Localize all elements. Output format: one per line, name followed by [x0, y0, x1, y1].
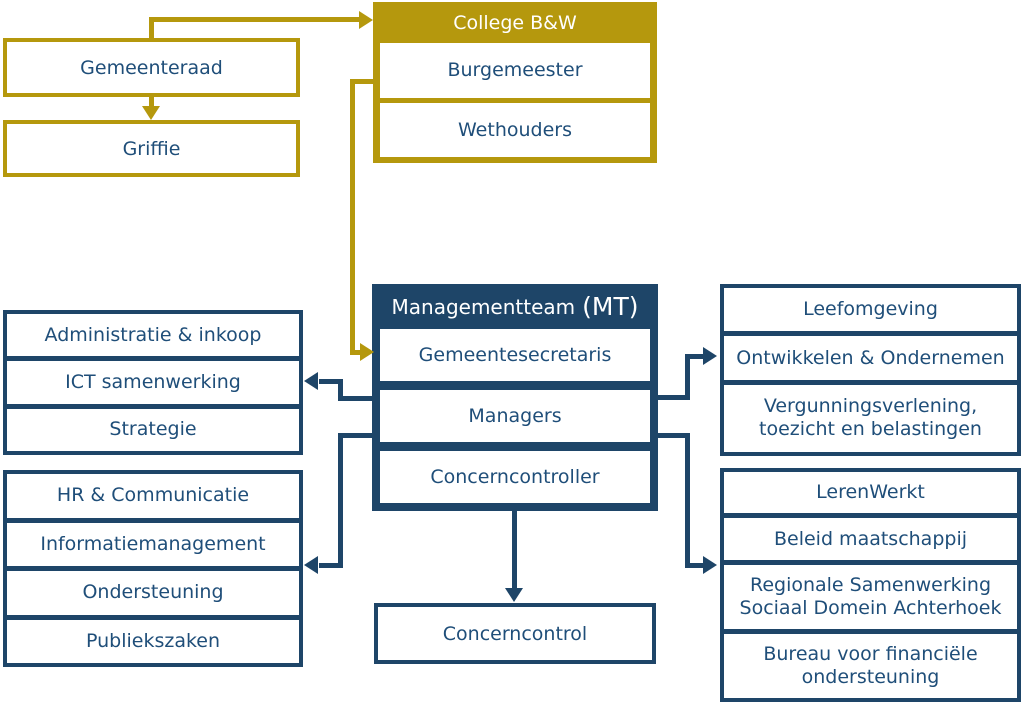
box-administratie-inkoop: Administratie & inkoop	[7, 314, 299, 357]
arrow-mt-right1-v	[685, 354, 690, 400]
box-ontwikkelen-ondernemen: Ontwikkelen & Ondernemen	[724, 336, 1017, 380]
arrow-mt-right1-h2	[690, 354, 704, 359]
college-bw-members: Burgemeester Wethouders	[380, 43, 650, 157]
box-regionale-samenwerking: Regionale Samenwerking Sociaal Domein Ac…	[724, 564, 1017, 629]
arrow-mt-left2-v	[338, 433, 343, 568]
arrow-gemeenteraad-college-h	[149, 17, 359, 22]
box-leefomgeving: Leefomgeving	[724, 288, 1017, 332]
gemeenteraad-label: Gemeenteraad	[80, 56, 223, 79]
box-gemeentesecretaris: Gemeentesecretaris	[380, 329, 650, 381]
group-fysiek-domein: Leefomgeving Ontwikkelen & Ondernemen Ve…	[720, 284, 1021, 456]
arrow-college-mt-h1	[350, 79, 373, 84]
arrow-mt-right2-h1	[656, 433, 690, 438]
box-hr-communicatie: HR & Communicatie	[7, 474, 299, 518]
group-sociaal-domein: LerenWerkt Beleid maatschappij Regionale…	[720, 468, 1021, 702]
box-gemeenteraad: Gemeenteraad	[3, 38, 300, 97]
arrow-mt-left1-h2	[319, 379, 340, 384]
managementteam-title-suffix: (MT)	[582, 292, 639, 321]
arrow-mt-left2-h1	[340, 433, 373, 438]
box-lerenwerkt: LerenWerkt	[724, 472, 1017, 514]
arrow-gemeenteraad-college-v	[149, 17, 154, 38]
box-managementteam: Managementteam (MT) Gemeentesecretaris M…	[372, 284, 658, 511]
box-griffie: Griffie	[3, 120, 300, 177]
arrowhead-to-griffie	[142, 106, 160, 120]
griffie-label: Griffie	[122, 137, 181, 160]
box-publiekszaken: Publiekszaken	[7, 619, 299, 663]
arrowhead-to-college	[359, 11, 373, 29]
concerncontrol-label: Concerncontrol	[442, 622, 588, 645]
box-burgemeester: Burgemeester	[380, 43, 650, 98]
box-beleid-maatschappij: Beleid maatschappij	[724, 518, 1017, 560]
box-informatiemanagement: Informatiemanagement	[7, 522, 299, 566]
college-bw-title: College B&W	[453, 11, 577, 34]
box-vergunningsverlening: Vergunningsverlening, toezicht en belast…	[724, 384, 1017, 452]
box-strategie: Strategie	[7, 408, 299, 451]
arrowhead-to-concerncontrol	[505, 588, 523, 602]
box-managers: Managers	[380, 390, 650, 442]
box-college-bw: College B&W Burgemeester Wethouders	[373, 2, 657, 163]
arrow-college-mt-h2	[350, 350, 362, 355]
arrowhead-to-right-group-1	[703, 347, 717, 365]
arrow-mt-left2-h2	[319, 563, 340, 568]
box-concerncontrol: Concerncontrol	[374, 603, 656, 664]
arrowhead-to-managementteam	[360, 343, 374, 361]
arrow-gemeenteraad-griffie-v	[149, 97, 154, 107]
box-concerncontroller: Concerncontroller	[380, 451, 650, 503]
group-bedrijfsvoering-2: HR & Communicatie Informatiemanagement O…	[3, 470, 303, 667]
arrow-mt-right1-h1	[656, 395, 690, 400]
arrow-mt-concerncontrol-v	[512, 511, 517, 588]
arrow-mt-left1-v	[338, 379, 343, 401]
arrow-mt-right2-h2	[690, 563, 704, 568]
box-ict-samenwerking: ICT samenwerking	[7, 361, 299, 404]
managementteam-title: Managementteam (MT)	[380, 284, 650, 329]
arrow-college-mt-v	[350, 79, 355, 355]
arrowhead-to-right-group-2	[703, 556, 717, 574]
managementteam-members: Gemeentesecretaris Managers Concerncontr…	[380, 329, 650, 503]
arrowhead-to-left-group-1	[304, 372, 318, 390]
box-ondersteuning: Ondersteuning	[7, 571, 299, 615]
arrow-mt-right2-v	[685, 433, 690, 568]
arrowhead-to-left-group-2	[304, 556, 318, 574]
managementteam-title-main: Managementteam	[391, 294, 576, 319]
group-bedrijfsvoering-1: Administratie & inkoop ICT samenwerking …	[3, 310, 303, 455]
box-wethouders: Wethouders	[380, 102, 650, 157]
box-bureau-financiele-ondersteuning: Bureau voor financiële ondersteuning	[724, 633, 1017, 698]
arrow-mt-left1-h1	[340, 396, 373, 401]
